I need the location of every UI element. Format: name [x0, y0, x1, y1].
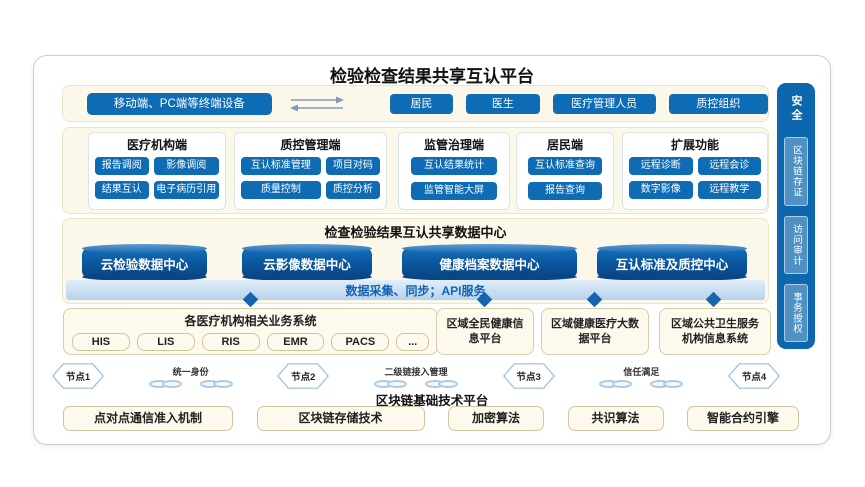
sidebar-item-transaction-authorization: 事务授权 [784, 283, 808, 342]
feature-button[interactable]: 远程诊断 [629, 157, 693, 175]
chain-links-icon [373, 379, 458, 388]
blockchain-chain-row: 节点1 统一身份 节点2 二级链接入管理 [52, 359, 780, 393]
device-terminals-button[interactable]: 移动端、PC端等终端设备 [87, 92, 272, 115]
system-ris-button[interactable]: RIS [201, 333, 260, 351]
user-medical-manager-button[interactable]: 医疗管理人员 [552, 93, 656, 114]
system-emr-button[interactable]: EMR [266, 333, 325, 351]
sidebar-item-blockchain-evidence: 区块链存证 [784, 137, 808, 206]
security-sidebar: 安全 区块链存证 访问审计 事务授权 [777, 83, 815, 349]
chain-segment: 信任满足 [555, 365, 728, 388]
system-his-button[interactable]: HIS [72, 333, 130, 351]
client-title: 扩展功能 [670, 138, 719, 152]
data-center-section: 检查检验结果互认共享数据中心 云检验数据中心 云影像数据中心 健康档案数据中心 … [62, 218, 769, 304]
chain-label: 统一身份 [172, 366, 209, 377]
feature-button[interactable]: 报告调阅 [95, 157, 149, 175]
client-box-supervision: 监管治理端 互认结果统计 监管智能大屏 [398, 132, 510, 210]
system-pacs-button[interactable]: PACS [331, 333, 390, 351]
user-qc-org-button[interactable]: 质控组织 [668, 93, 769, 114]
feature-button[interactable]: 互认标准管理 [241, 157, 321, 175]
feature-button[interactable]: 互认标准查询 [528, 157, 602, 175]
blockchain-node-1: 节点1 [52, 361, 104, 391]
component-storage-button[interactable]: 区块链存储技术 [256, 406, 425, 431]
feature-button[interactable]: 远程教学 [697, 181, 761, 199]
platform-box-hospital-systems: 各医疗机构相关业务系统 HIS LIS RIS EMR PACS ... [63, 308, 438, 355]
client-title: 医疗机构端 [126, 138, 187, 152]
cylinder-imaging-data-center: 云影像数据中心 [242, 244, 372, 281]
feature-button[interactable]: 报告查询 [528, 182, 602, 200]
data-center-title: 检查检验结果互认共享数据中心 [324, 225, 507, 240]
client-box-quality-control: 质控管理端 互认标准管理 项目对码 质量控制 质控分析 [234, 132, 387, 210]
feature-button[interactable]: 监管智能大屏 [410, 182, 498, 200]
client-title: 居民端 [546, 138, 583, 152]
sidebar-item-access-audit: 访问审计 [784, 215, 808, 274]
blockchain-platform-title: 区块链基础技术平台 [375, 394, 489, 408]
user-doctor-button[interactable]: 医生 [466, 93, 540, 114]
security-title: 安全 [790, 95, 802, 123]
cylinder-lab-data-center: 云检验数据中心 [82, 244, 207, 281]
platform-box-regional-health-info: 区域全民健康信息平台 [436, 308, 534, 355]
chain-label: 二级链接入管理 [384, 366, 448, 377]
client-box-medical-institution: 医疗机构端 报告调阅 影像调阅 结果互认 电子病历引用 [88, 132, 226, 210]
feature-button[interactable]: 电子病历引用 [153, 181, 219, 199]
system-more-button[interactable]: ... [396, 333, 430, 351]
chain-segment: 二级链接入管理 [329, 365, 502, 388]
feature-button[interactable]: 互认结果统计 [410, 157, 498, 175]
feature-button[interactable]: 远程会诊 [697, 157, 761, 175]
client-title: 质控管理端 [280, 138, 341, 152]
sync-arrows-icon [288, 95, 346, 113]
client-box-resident: 居民端 互认标准查询 报告查询 [516, 132, 614, 210]
cylinder-mutual-standard-center: 互认标准及质控中心 [597, 244, 747, 281]
blockchain-node-4: 节点4 [727, 361, 780, 391]
system-lis-button[interactable]: LIS [136, 333, 195, 351]
feature-button[interactable]: 质量控制 [241, 181, 321, 199]
component-consensus-button[interactable]: 共识算法 [567, 406, 664, 431]
component-p2p-access-button[interactable]: 点对点通信准入机制 [63, 406, 233, 431]
api-service-band: 数据采集、同步；API服务 [66, 280, 765, 300]
chain-label: 信任满足 [623, 366, 660, 377]
chain-links-icon [148, 379, 233, 388]
clients-section: 医疗机构端 报告调阅 影像调阅 结果互认 电子病历引用 质控管理端 互认标准管理… [62, 127, 769, 214]
blockchain-components-row: 点对点通信准入机制 区块链存储技术 加密算法 共识算法 智能合约引擎 [63, 406, 799, 431]
feature-button[interactable]: 质控分析 [325, 181, 380, 199]
component-encryption-button[interactable]: 加密算法 [448, 406, 544, 431]
component-smart-contract-button[interactable]: 智能合约引擎 [687, 406, 799, 431]
chain-segment: 统一身份 [104, 365, 277, 388]
feature-button[interactable]: 结果互认 [95, 181, 149, 199]
feature-button[interactable]: 影像调阅 [153, 157, 219, 175]
feature-button[interactable]: 数字影像 [629, 181, 693, 199]
platform-card: 检验检查结果共享互认平台 移动端、PC端等终端设备 居民 医生 医疗管理人员 质… [33, 55, 831, 445]
platform-title: 各医疗机构相关业务系统 [184, 314, 317, 328]
feature-button[interactable]: 项目对码 [325, 157, 380, 175]
platform-box-big-data: 区域健康医疗大数据平台 [541, 308, 649, 355]
terminal-section: 移动端、PC端等终端设备 居民 医生 医疗管理人员 质控组织 [62, 85, 769, 122]
platform-box-public-health: 区域公共卫生服务机构信息系统 [659, 308, 771, 355]
client-box-extensions: 扩展功能 远程诊断 远程会诊 数字影像 远程教学 [622, 132, 768, 210]
page-title: 检验检查结果共享互认平台 [330, 67, 534, 86]
chain-links-icon [599, 379, 684, 388]
user-resident-button[interactable]: 居民 [389, 93, 454, 114]
blockchain-node-3: 节点3 [502, 361, 555, 391]
cylinder-health-record-center: 健康档案数据中心 [402, 244, 577, 281]
client-title: 监管治理端 [423, 138, 484, 152]
blockchain-node-2: 节点2 [277, 361, 330, 391]
